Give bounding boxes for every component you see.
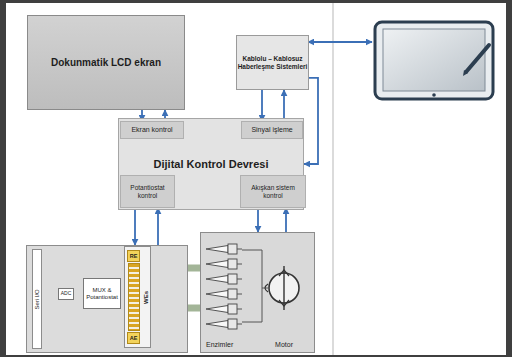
link-arrow [308,41,372,43]
signal-arrow [285,208,287,232]
control-box: Akışkan sistem kontrol [240,175,306,208]
rotation-mark [265,284,268,292]
tube-line [237,294,242,295]
node-label: Dijital Kontrol Devresi [154,158,269,171]
tube-cap [228,259,237,269]
tube-line [237,279,242,280]
tube-cap [228,304,237,314]
tube-cap [228,274,237,284]
adc-box: ADC [58,288,74,300]
node-label: Dokunmatik LCD ekran [51,57,161,69]
working-electrodes [128,263,140,331]
divider [332,3,334,355]
tube-line [237,324,242,325]
control-box: Ekran kontrol [120,121,184,139]
tablet-body [375,22,493,99]
mux-box: MUX & Potantiostat [83,278,121,309]
tube-line [237,264,242,265]
control-box: Sinyal işleme [241,121,303,139]
tablet-icon [375,22,493,99]
electrode-chip: WEs RE AE [124,246,151,348]
control-box: Potantiostat kontrol [120,175,175,208]
panel [6,3,506,355]
node-label: Motor [275,341,293,349]
node-label: WEs [143,290,150,303]
tube [206,276,228,283]
node-label: MUX & Potantiostat [84,287,120,301]
tube [206,306,228,313]
node-label: Sinyal işleme [251,126,292,134]
tube-cap [228,289,237,299]
tube-cap [228,244,237,254]
motor-symbol [242,250,299,322]
tablet-button [432,93,436,97]
signal-arrow [283,90,285,121]
signal-arrow [157,208,159,245]
communication-box: Kablolu – Kablosuz Haberleşme Sistemleri [236,35,309,90]
node-label: RE [130,253,138,259]
tablet-screen [383,29,485,91]
node-label: Enzimler [206,341,233,349]
electrode-pad: AE [127,332,140,344]
serial-io-bar: Seri I/O [32,249,42,349]
electrode-pad: RE [127,250,140,262]
pump-axis [283,266,284,310]
signal-arrow [257,208,259,232]
node-label: Akışkan sistem kontrol [241,184,305,199]
node-label: AE [130,335,138,341]
tube [206,321,228,328]
signal-arrow [304,78,318,164]
pen-tip [463,70,468,76]
lcd-screen-box: Dokunmatik LCD ekran [27,15,185,110]
tube [206,246,228,253]
node-label: ADC [61,291,72,297]
pen [466,45,489,72]
sensor-module: Seri I/O ADC MUX & Potantiostat WEs RE AE [26,245,188,353]
tube-line [237,309,242,310]
pump-arrows [279,270,289,306]
digital-control-block: Dijital Kontrol Devresi Ekran kontrol Siny… [118,118,304,210]
signal-arrow [134,208,136,245]
tubes [206,244,242,329]
node-label: Ekran kontrol [131,126,172,134]
node-label: Seri I/O [34,289,41,309]
tube-line [237,249,242,250]
tube [206,261,228,268]
node-label: Potantiostat kontrol [121,184,174,199]
tube-cap [228,319,237,329]
node-label: Kablolu – Kablosuz Haberleşme Sistemleri [237,55,308,70]
signal-arrow [261,90,263,121]
tube [206,291,228,298]
manifold [242,250,262,322]
